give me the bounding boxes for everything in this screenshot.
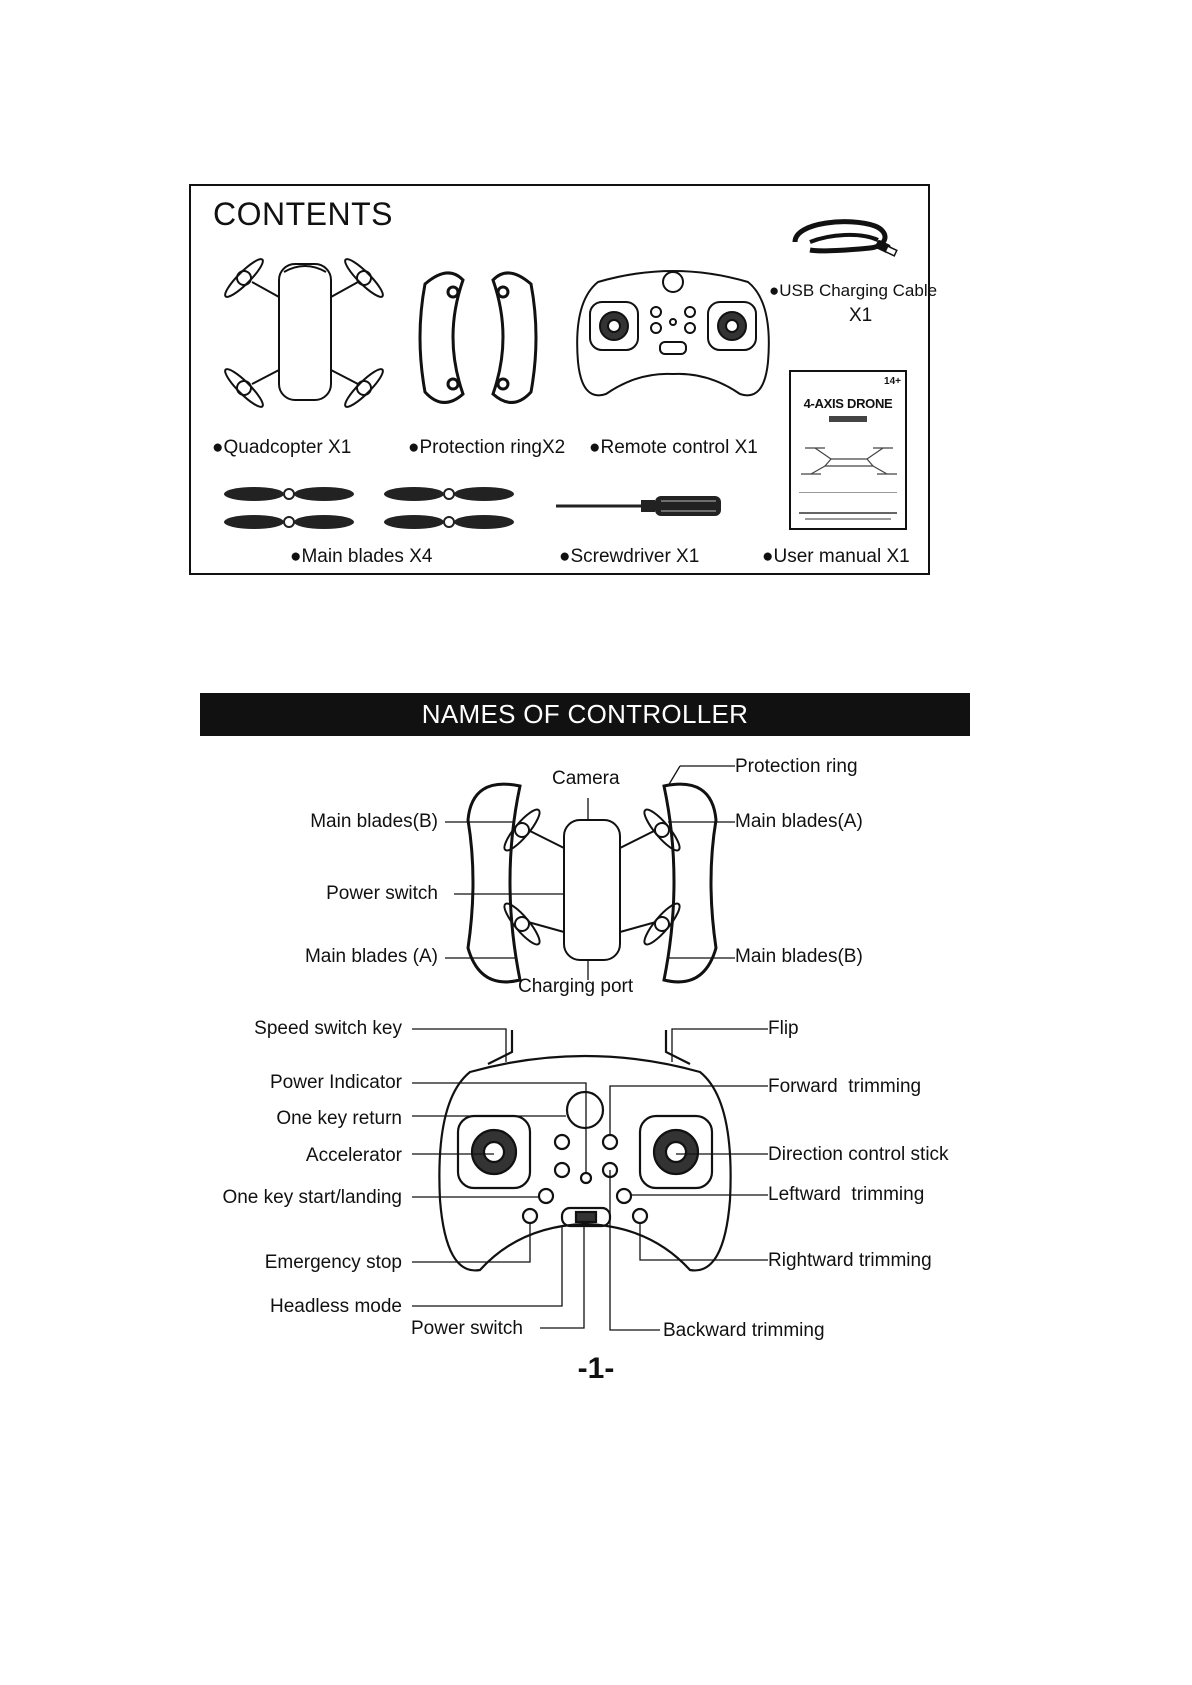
label-power-indicator: Power Indicator — [200, 1072, 402, 1094]
label-one-key-start-landing: One key start/landing — [190, 1187, 402, 1209]
label-forward-trimming: Forward trimming — [768, 1076, 921, 1098]
label-power-switch-drone: Power switch — [280, 883, 438, 905]
label-leftward-trimming: Leftward trimming — [768, 1184, 924, 1206]
label-emergency-stop: Emergency stop — [200, 1252, 402, 1274]
page-number: -1- — [0, 1352, 1192, 1386]
label-protection-ring: Protection ring — [735, 756, 858, 778]
label-accelerator: Accelerator — [200, 1145, 402, 1167]
label-rightward-trimming: Rightward trimming — [768, 1250, 932, 1272]
label-main-blades-b-right: Main blades(B) — [735, 946, 863, 968]
label-backward-trimming: Backward trimming — [663, 1320, 825, 1342]
label-charging-port: Charging port — [518, 976, 633, 998]
label-main-blades-a-right: Main blades(A) — [735, 811, 863, 833]
label-main-blades-b-left: Main blades(B) — [280, 811, 438, 833]
label-flip: Flip — [768, 1018, 799, 1040]
label-main-blades-a-left: Main blades (A) — [270, 946, 438, 968]
label-camera: Camera — [552, 768, 620, 790]
label-speed-switch-key: Speed switch key — [200, 1018, 402, 1040]
label-direction-control-stick: Direction control stick — [768, 1144, 949, 1166]
label-one-key-return: One key return — [200, 1108, 402, 1130]
label-headless-mode: Headless mode — [200, 1296, 402, 1318]
label-power-switch-remote: Power switch — [411, 1318, 523, 1340]
